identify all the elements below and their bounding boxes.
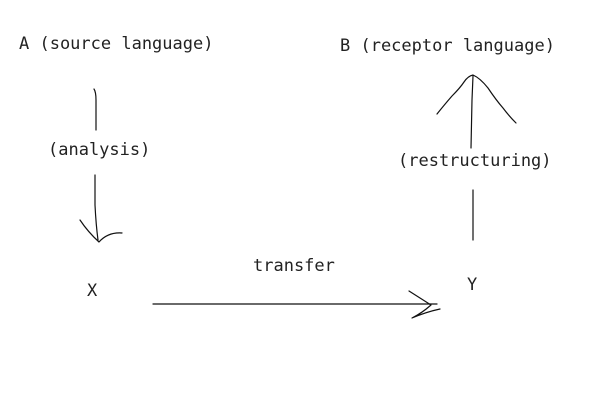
analysis-arrow [79,88,123,243]
transfer-arrow [152,290,441,319]
node-b-receptor-language: B (receptor language) [340,36,555,56]
analysis-arrowhead [79,219,123,243]
restructuring-arrowhead [436,74,517,124]
node-y: Y [467,275,478,295]
analysis-arrow-shaft-upper [93,88,97,131]
transfer-arrowhead [408,290,441,319]
edge-label-transfer: transfer [253,256,335,276]
edge-label-analysis: (analysis) [48,140,151,160]
analysis-arrow-shaft-lower [94,174,99,241]
node-x: X [87,281,98,301]
node-a-source-language: A (source language) [19,34,214,54]
edge-label-restructuring: (restructuring) [398,151,552,171]
restructuring-arrow-shaft-upper [470,75,474,149]
